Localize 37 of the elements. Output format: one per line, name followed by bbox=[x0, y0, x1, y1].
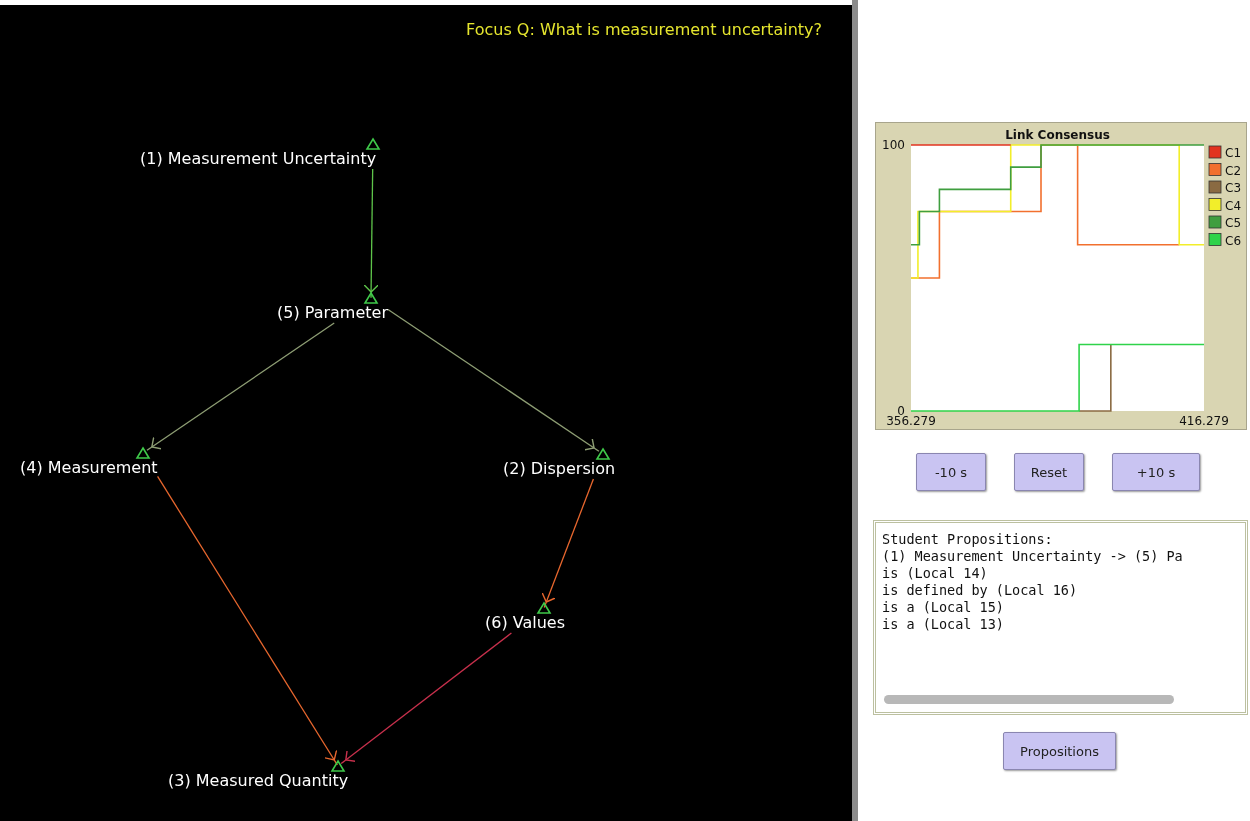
concept-label: (2) Dispersion bbox=[503, 459, 617, 479]
concept-node bbox=[503, 448, 617, 479]
propositions-button: Propositions bbox=[1003, 732, 1116, 770]
proposition-line: is a (Local 15) bbox=[882, 599, 1005, 616]
concept-node bbox=[485, 602, 566, 633]
concept-label: (5) Parameter bbox=[277, 303, 388, 323]
proposition-line: is defined by (Local 16) bbox=[882, 582, 1079, 599]
proposition-line: is (Local 14) bbox=[882, 565, 989, 582]
arrow bbox=[156, 475, 339, 766]
proposition-line: Student Propositions: bbox=[882, 531, 1054, 548]
time-button: -10 s bbox=[916, 453, 986, 491]
legend-label: C2 bbox=[1225, 163, 1241, 178]
legend-label: C1 bbox=[1225, 146, 1241, 160]
concept-node bbox=[277, 292, 388, 323]
arrow bbox=[363, 168, 379, 299]
arrow bbox=[541, 478, 595, 609]
axis-tick-label: 100 bbox=[882, 137, 905, 152]
arrow bbox=[387, 308, 600, 452]
arrow bbox=[146, 322, 335, 451]
concept-label: (3) Measured Quantity bbox=[168, 771, 350, 791]
concept-label: (4) Measurement bbox=[20, 458, 158, 478]
time-button: Reset bbox=[1014, 453, 1084, 491]
proposition-line: (1) Measurement Uncertainty -> (5) Pa bbox=[882, 548, 1184, 565]
legend-label: C3 bbox=[1225, 181, 1241, 195]
legend-label: C6 bbox=[1225, 233, 1241, 248]
proposition-line: is a (Local 13) bbox=[882, 616, 1005, 633]
concept-label: (1) Measurement Uncertainty bbox=[140, 149, 378, 169]
focus-question: Focus Q: What is measurement uncertainty? bbox=[466, 20, 822, 39]
axis-tick-label: 356.279 bbox=[886, 414, 936, 428]
arrow bbox=[340, 632, 513, 765]
axis-tick-label: 416.279 bbox=[1179, 414, 1229, 428]
time-button: +10 s bbox=[1112, 453, 1200, 491]
legend-label: C5 bbox=[1225, 216, 1241, 230]
concept-label: (6) Values bbox=[485, 613, 566, 633]
chart-title: Link Consensus bbox=[1005, 128, 1110, 142]
concept-node bbox=[20, 447, 158, 478]
legend-label: C4 bbox=[1225, 198, 1241, 213]
